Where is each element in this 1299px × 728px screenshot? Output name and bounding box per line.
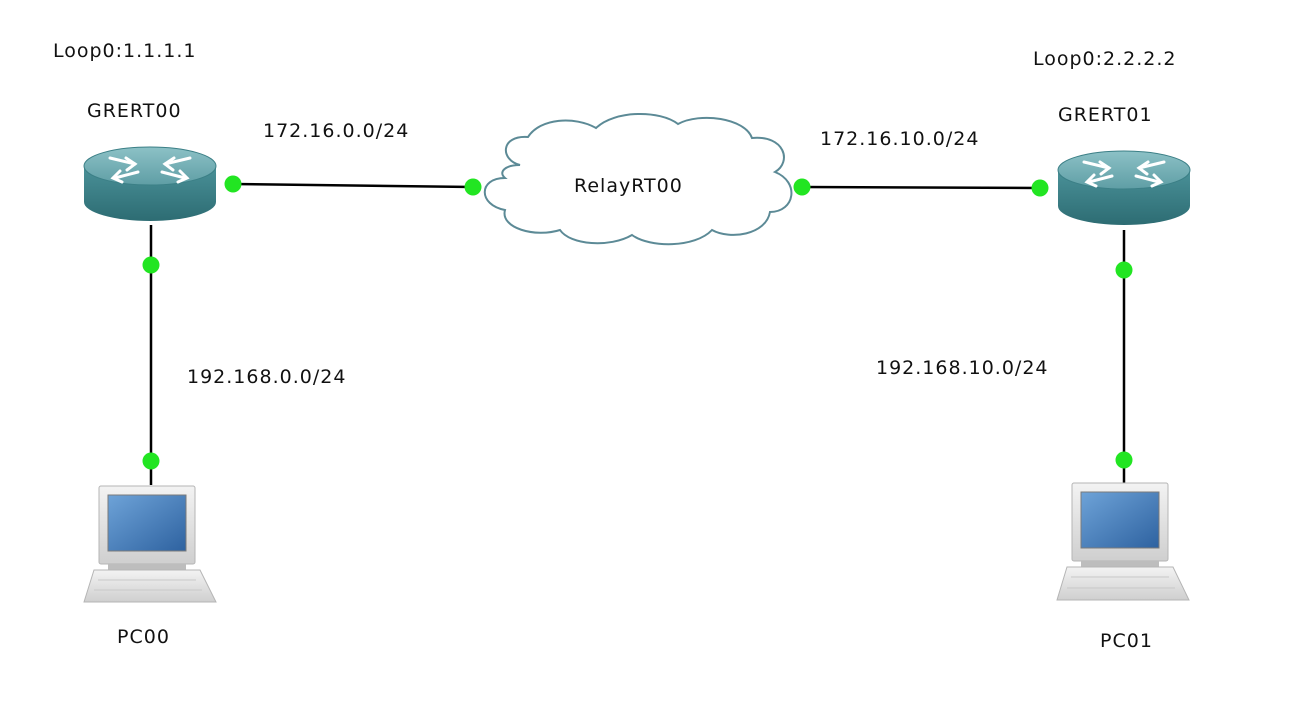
port-status-pc01[interactable] — [1115, 451, 1133, 469]
port-status-grert01-lan[interactable] — [1115, 261, 1133, 279]
pc-label-pc00: PC00 — [117, 626, 170, 648]
port-status-grert00-lan[interactable] — [142, 256, 160, 274]
router-label-grert01: GRERT01 — [1058, 104, 1153, 126]
computer-icon — [1056, 482, 1190, 601]
router-grert01[interactable] — [1057, 150, 1191, 225]
network-label-wan-left: 172.16.0.0/24 — [263, 120, 410, 142]
router-arrows-icon — [108, 156, 192, 184]
pc-label-pc01: PC01 — [1100, 630, 1153, 652]
port-status-relay-left[interactable] — [464, 178, 482, 196]
port-status-grert00-wan[interactable] — [224, 175, 242, 193]
network-label-lan-right: 192.168.10.0/24 — [876, 357, 1049, 379]
router-grert00[interactable] — [83, 146, 217, 221]
cloud-relayrt00[interactable] — [483, 113, 793, 246]
router-arrows-icon — [1082, 160, 1166, 188]
loopback-label-grert00: Loop0:1.1.1.1 — [53, 40, 197, 62]
port-status-pc00[interactable] — [142, 452, 160, 470]
port-status-relay-right[interactable] — [793, 178, 811, 196]
network-label-lan-left: 192.168.0.0/24 — [187, 366, 347, 388]
link-relay-grert01[interactable] — [801, 185, 1041, 190]
network-label-wan-right: 172.16.10.0/24 — [820, 128, 980, 150]
port-status-grert01-wan[interactable] — [1031, 179, 1049, 197]
cloud-label-relayrt00: RelayRT00 — [574, 175, 683, 197]
link-grert00-relay[interactable] — [232, 182, 474, 189]
router-label-grert00: GRERT00 — [87, 100, 182, 122]
cloud-icon — [483, 113, 793, 246]
computer-icon — [83, 485, 217, 603]
pc-pc01[interactable] — [1056, 482, 1190, 601]
pc-pc00[interactable] — [83, 485, 217, 603]
loopback-label-grert01: Loop0:2.2.2.2 — [1033, 48, 1177, 70]
